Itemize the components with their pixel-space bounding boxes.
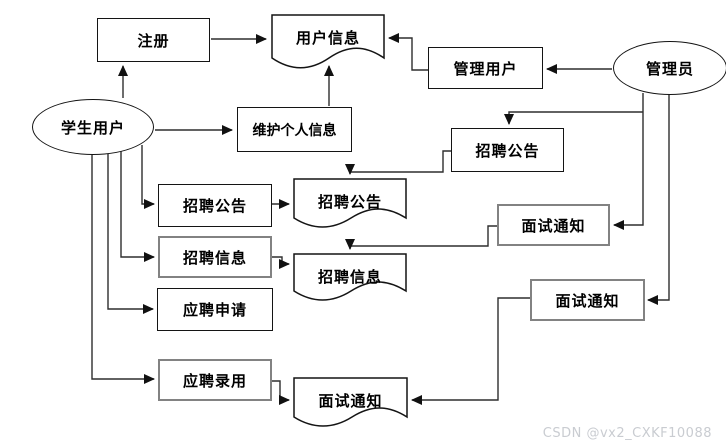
edge-admin-interview1: [613, 93, 644, 230]
document-interview-notice: 面试通知: [293, 377, 408, 431]
process-apply-request-label: 应聘申请: [182, 301, 247, 319]
process-maintain-personal-info-label: 维护个人信息: [252, 122, 337, 139]
document-interview-notice-label: 面试通知: [318, 392, 383, 410]
process-recruit-announcement-student-label: 招聘公告: [182, 197, 247, 215]
document-shape-icon: [293, 178, 407, 228]
process-recruit-info-student-label: 招聘信息: [182, 248, 247, 267]
document-user-info: 用户信息: [271, 14, 385, 72]
process-apply-request: 应聘申请: [157, 288, 273, 331]
process-recruit-announcement-student: 招聘公告: [158, 184, 272, 227]
edge-recruitannounce-doc: [345, 150, 451, 175]
edge-applyhire-interviewdoc: [272, 380, 290, 405]
document-shape-icon: [293, 253, 407, 301]
actor-admin-label: 管理员: [645, 59, 694, 78]
process-register-label: 注册: [137, 31, 170, 50]
process-register: 注册: [97, 18, 210, 62]
process-interview-notice-2-label: 面试通知: [555, 291, 620, 310]
document-shape-icon: [293, 377, 408, 427]
edge-student-recruitinfo: [120, 151, 155, 262]
process-maintain-personal-info: 维护个人信息: [237, 107, 352, 152]
edge-student-applyrequest: [107, 154, 154, 314]
process-apply-hire-label: 应聘录用: [182, 371, 247, 390]
edge-recruitinfo-doc: [272, 256, 290, 269]
actor-student-user-label: 学生用户: [60, 118, 125, 137]
document-recruit-info: 招聘信息: [293, 253, 407, 303]
document-recruit-announcement-label: 招聘公告: [317, 193, 382, 211]
document-recruit-info-label: 招聘信息: [317, 268, 382, 286]
process-interview-notice-1-label: 面试通知: [521, 216, 586, 235]
process-recruit-announcement-admin: 招聘公告: [451, 128, 564, 172]
edge-admin-recruitannounce: [504, 111, 643, 125]
actor-student-user: 学生用户: [32, 99, 154, 155]
actor-admin: 管理员: [613, 41, 726, 95]
document-shape-icon: [271, 14, 385, 69]
document-recruit-announcement: 招聘公告: [293, 178, 407, 231]
process-apply-hire: 应聘录用: [158, 359, 272, 401]
edge-manageuser-userinfo: [388, 33, 428, 71]
process-recruit-info-student: 招聘信息: [158, 236, 272, 278]
process-interview-notice-2: 面试通知: [530, 279, 645, 321]
csdn-watermark: CSDN @vx2_CXKF10088: [542, 426, 712, 441]
edge-student-applyhire: [91, 155, 155, 384]
process-interview-notice-1: 面试通知: [497, 204, 610, 246]
process-manage-user: 管理用户: [428, 47, 543, 89]
edge-interview2-interviewdoc: [411, 297, 530, 405]
document-user-info-label: 用户信息: [295, 29, 360, 47]
edge-admin-interview2: [647, 94, 670, 305]
edge-student-recruitannounce: [141, 145, 155, 209]
process-recruit-announcement-admin-label: 招聘公告: [475, 141, 540, 160]
process-manage-user-label: 管理用户: [453, 59, 518, 78]
